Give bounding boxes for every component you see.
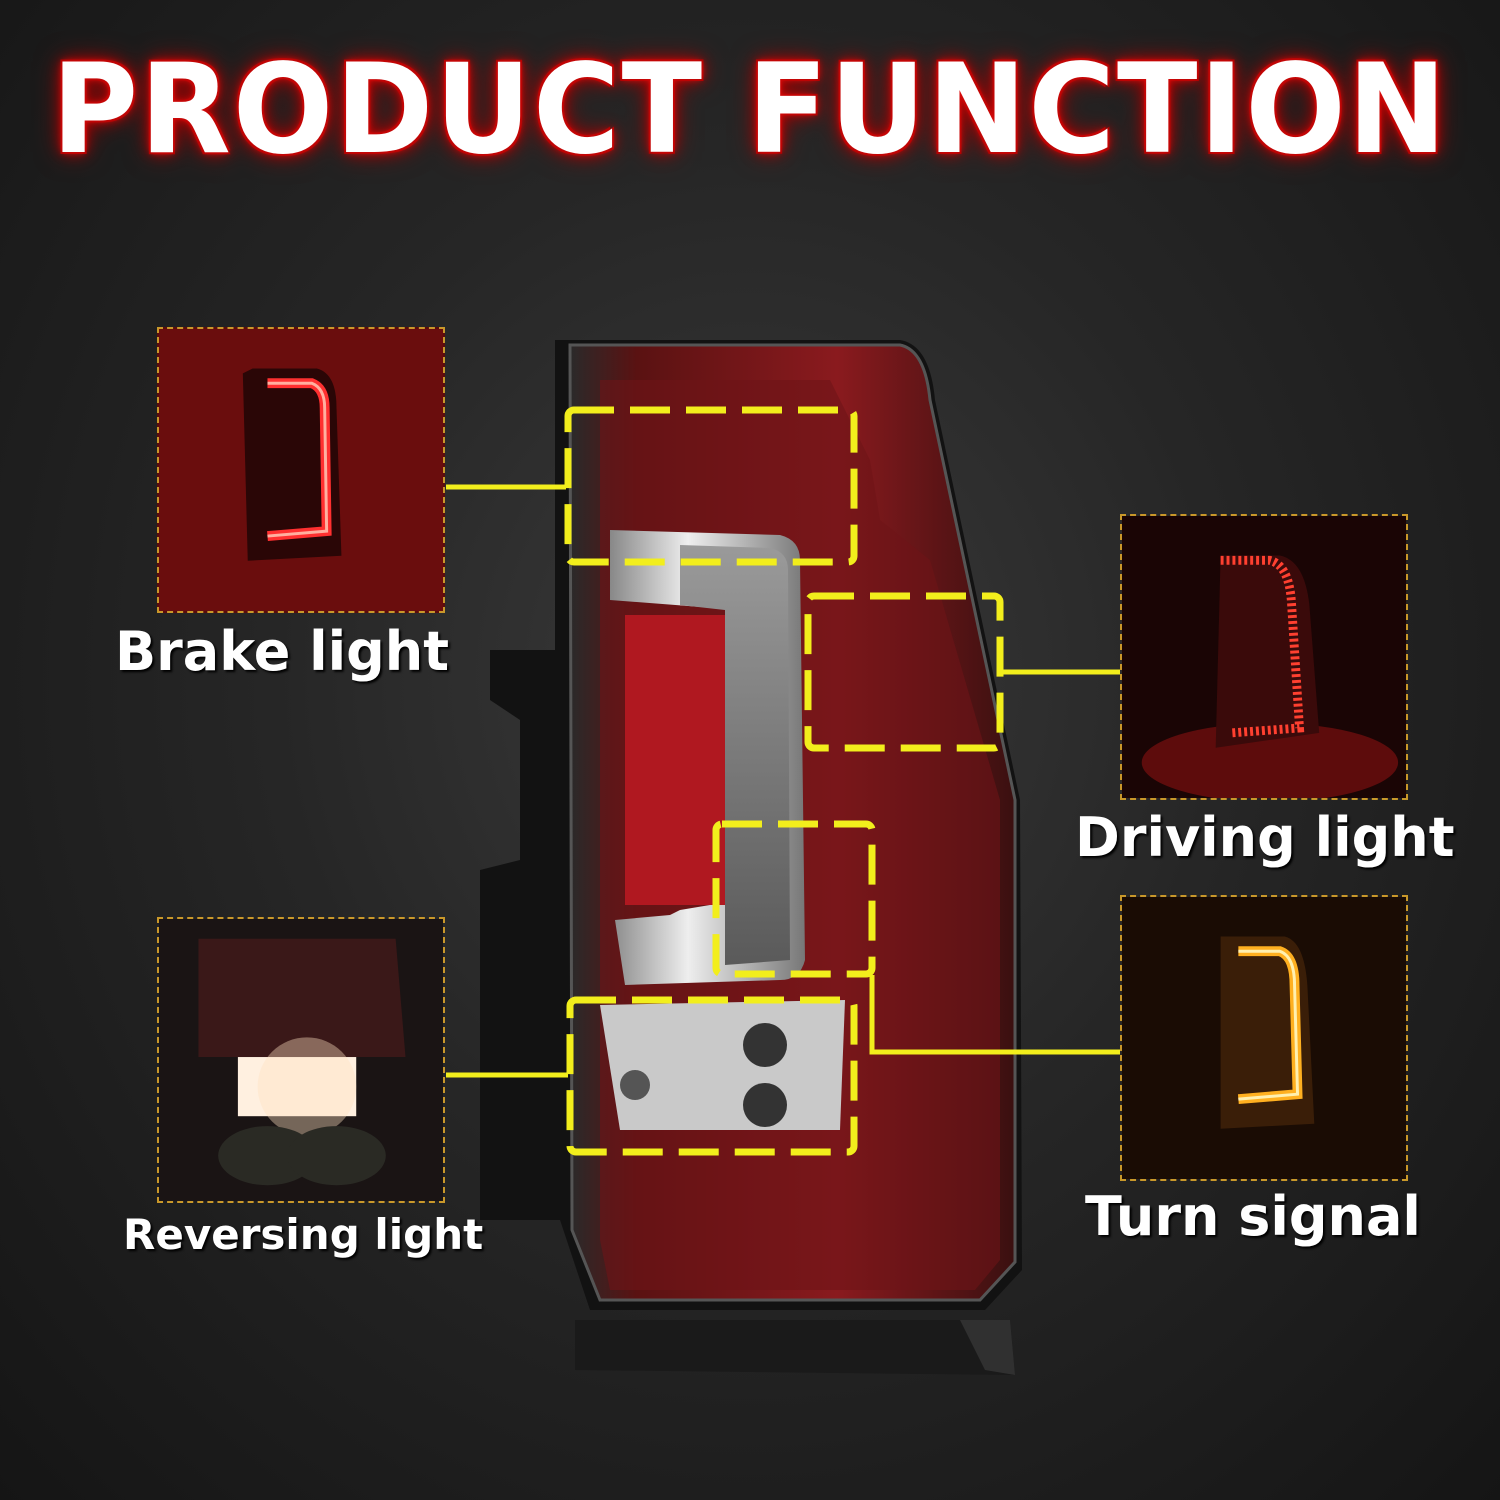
turn-signal-label: Turn signal	[1085, 1185, 1421, 1248]
reversing-light-label: Reversing light	[123, 1210, 484, 1259]
brake-light-thumbnail	[157, 327, 445, 613]
driving-light-thumbnail	[1120, 514, 1408, 800]
driving-light-label: Driving light	[1075, 806, 1455, 869]
driving-highlight-box	[804, 592, 1004, 752]
brake-light-label: Brake light	[115, 620, 450, 683]
reversing-highlight-box	[566, 996, 858, 1156]
reverse-lamp	[600, 1000, 845, 1130]
turn-signal-thumbnail	[1120, 895, 1408, 1181]
brake-highlight-box	[564, 406, 858, 566]
turn-highlight-box	[712, 820, 876, 978]
connector-lines	[446, 484, 1120, 1078]
light-bar	[610, 530, 805, 985]
page-title: PRODUCT FUNCTION	[51, 36, 1449, 182]
reversing-light-thumbnail	[157, 917, 445, 1203]
